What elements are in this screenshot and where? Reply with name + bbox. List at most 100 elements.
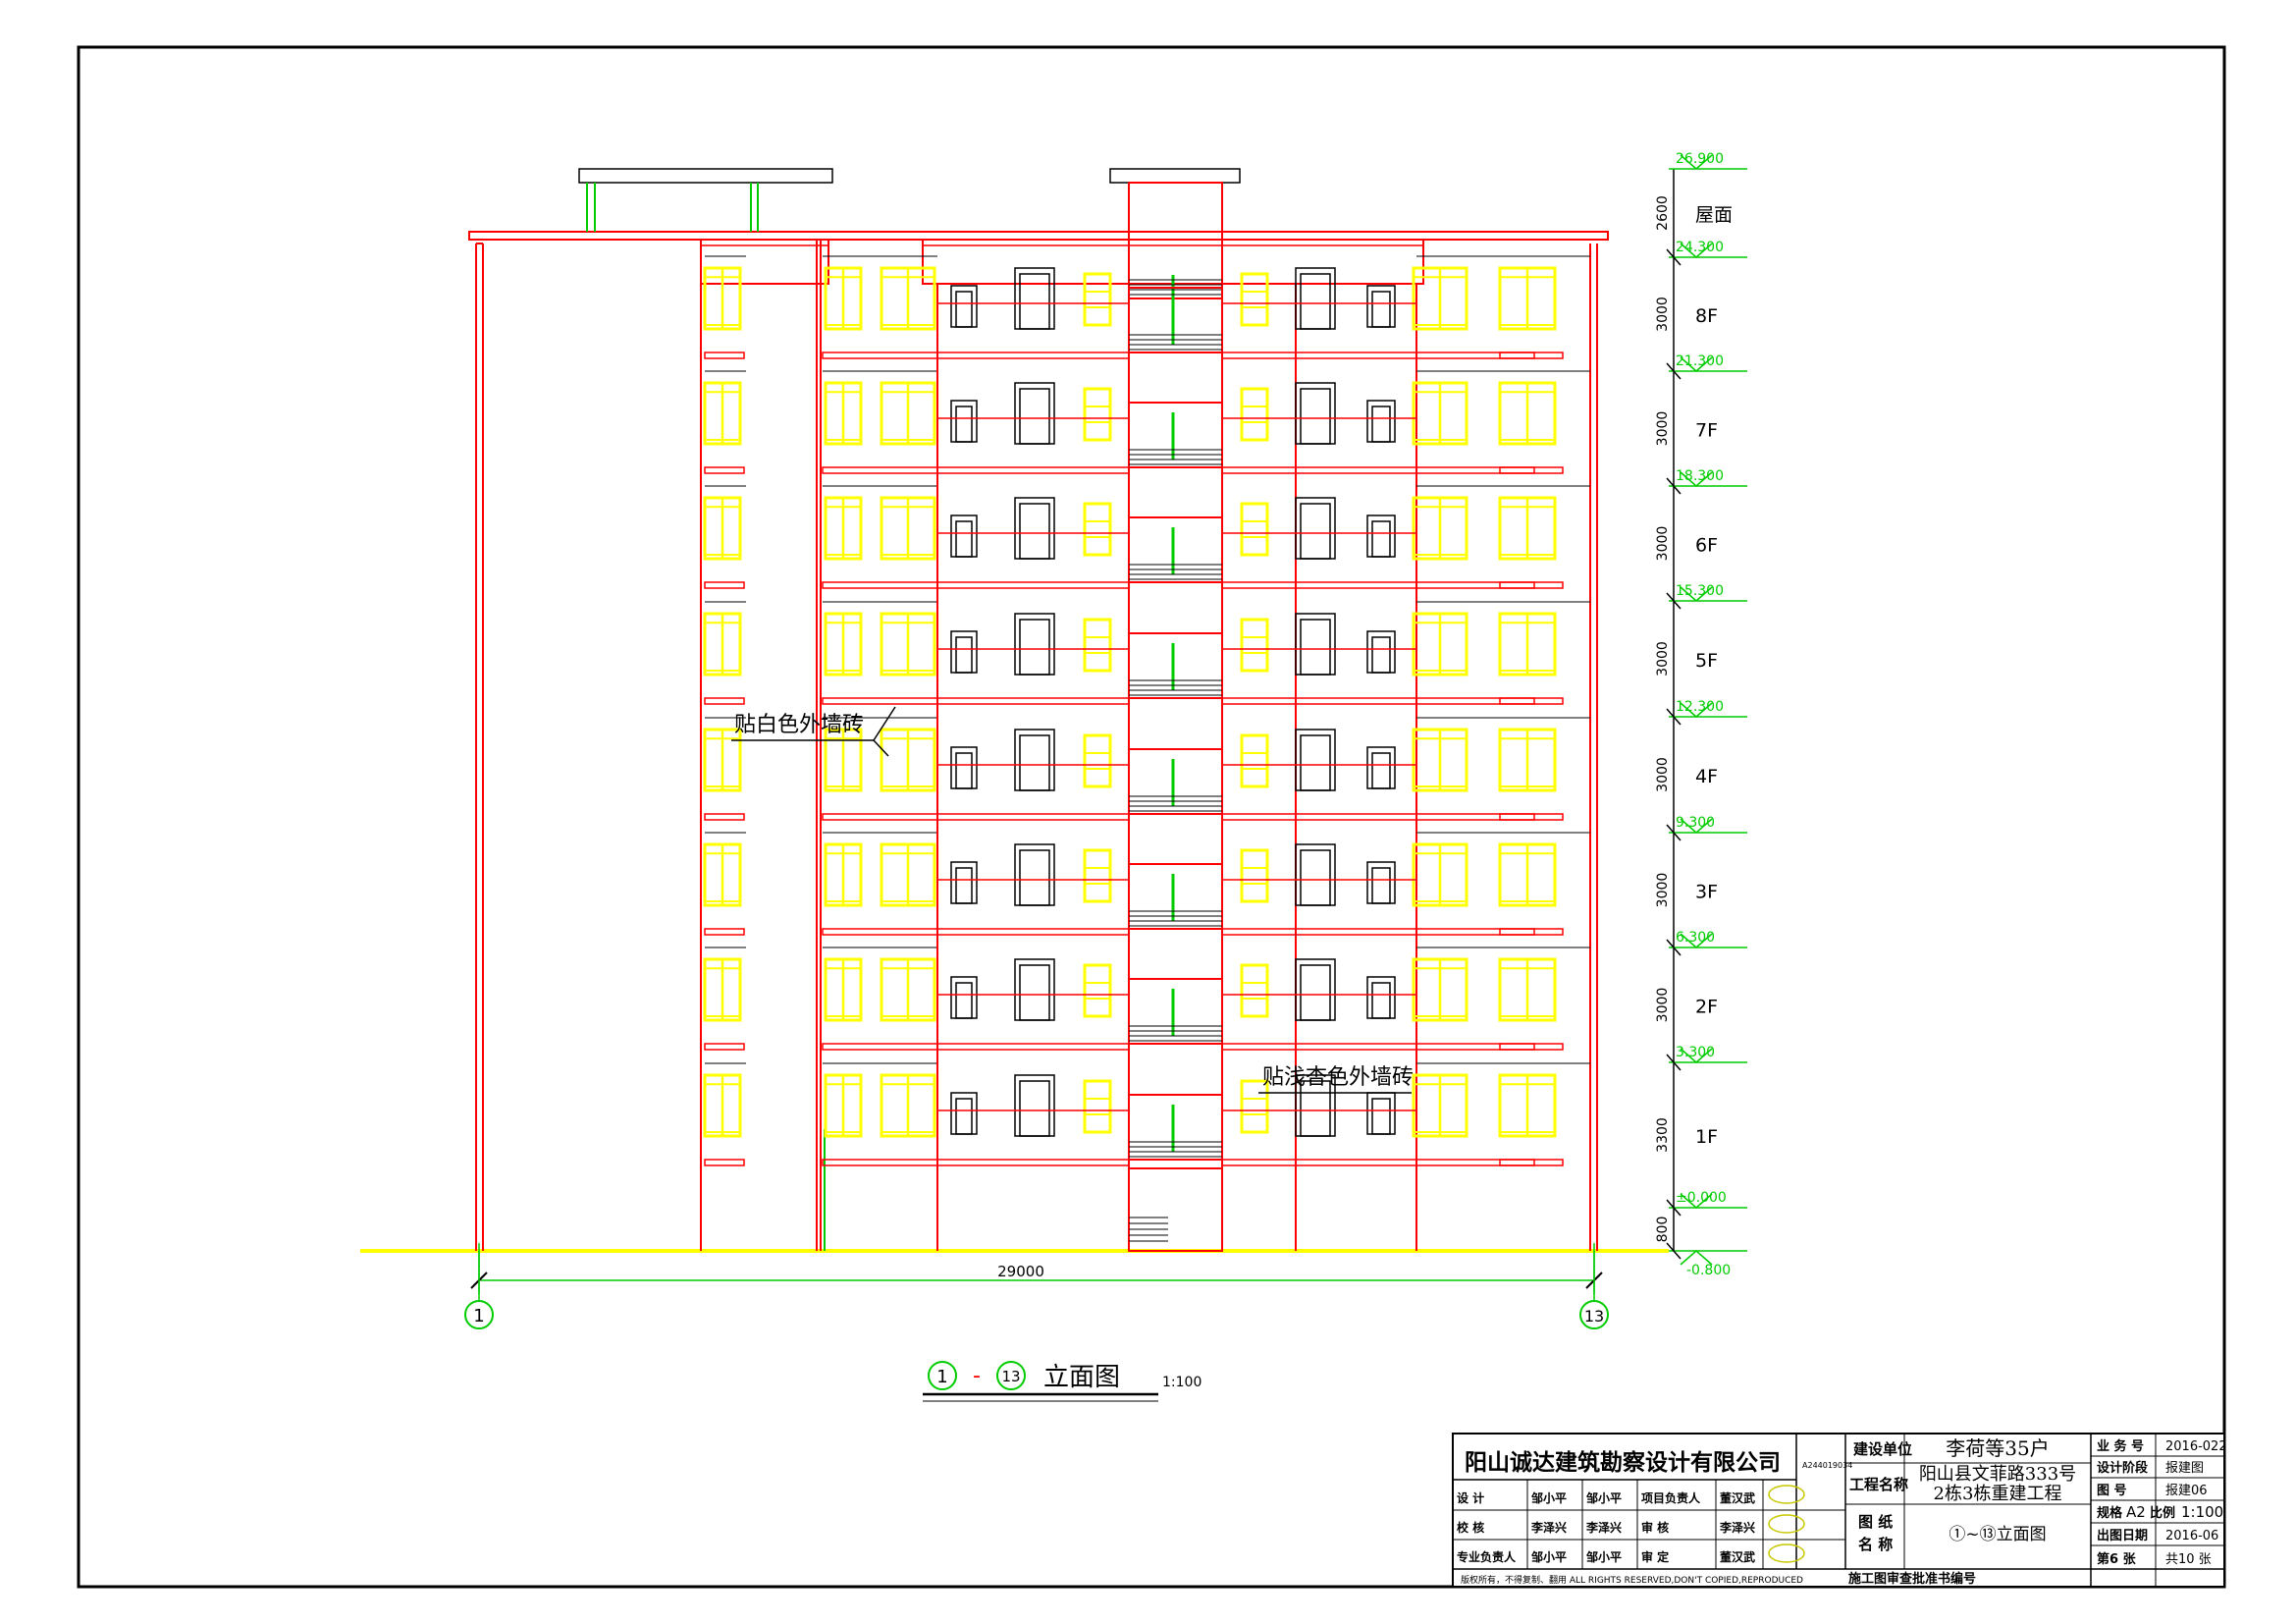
balcony-rail — [704, 928, 745, 936]
balcony-rail — [936, 928, 1130, 936]
roof-band — [700, 239, 829, 285]
drawing-title-axis-from: 1 — [936, 1367, 947, 1387]
note-white-tile-text: 贴白色外墙砖 — [734, 713, 864, 737]
entrance — [1128, 1167, 1223, 1252]
balcony-rail — [1221, 581, 1417, 589]
cert-number: A244019034 — [1802, 1461, 1852, 1470]
balcony-door — [1014, 843, 1055, 906]
stair-window — [1128, 516, 1223, 583]
role-cell: 董汉武 — [1720, 1549, 1755, 1564]
right-key: 比例 — [2150, 1505, 2175, 1521]
balcony-rail — [1499, 813, 1564, 821]
stair-window — [1128, 978, 1223, 1045]
small-window — [1083, 502, 1112, 557]
stair-window — [1128, 287, 1223, 353]
balcony-rail — [1221, 928, 1417, 936]
level-dimension: 3000 — [1655, 641, 1671, 677]
balcony-door — [1295, 267, 1336, 330]
right-value: 报建06 — [2165, 1484, 2208, 1498]
level-name: 3F — [1695, 882, 1718, 903]
stair-roof — [1109, 168, 1241, 184]
level-dimension: 800 — [1655, 1217, 1671, 1243]
balcony-rail — [822, 1043, 938, 1051]
level-dimension: 3000 — [1655, 757, 1671, 792]
role-cell: 李泽兴 — [1530, 1520, 1567, 1535]
drawing-title-axis-to: 13 — [1001, 1368, 1020, 1385]
balcony-rail — [1499, 1043, 1564, 1051]
right-value: 1:100 — [2181, 1503, 2223, 1521]
right-value: 2016-06 — [2165, 1529, 2218, 1543]
project-line1: 阳山县文菲路333号 — [1919, 1464, 2076, 1485]
small-window — [1240, 963, 1269, 1018]
role-cell: 董汉武 — [1720, 1490, 1755, 1505]
balcony-door — [1014, 497, 1055, 560]
right-value: 共10 张 — [2165, 1552, 2212, 1567]
small-window — [1240, 733, 1269, 788]
client-name: 李荷等35户 — [1946, 1436, 2049, 1460]
level-name: 8F — [1695, 305, 1718, 327]
small-window — [1083, 963, 1112, 1018]
balcony-door — [1014, 958, 1055, 1021]
roof-parapet — [468, 231, 1609, 241]
right-value: A2 — [2126, 1503, 2146, 1521]
axis-label-left: 1 — [473, 1306, 484, 1326]
balcony-rail — [704, 697, 745, 705]
right-key: 业 务 号 — [2097, 1438, 2144, 1454]
level-dimension: 3000 — [1655, 873, 1671, 908]
role-cell: 设 计 — [1457, 1490, 1484, 1505]
small-window — [1083, 272, 1112, 327]
drawing-title-label: 立面图 — [1043, 1363, 1120, 1392]
balcony-rail — [1415, 697, 1535, 705]
balcony-rail — [936, 466, 1130, 474]
balcony-door — [1295, 382, 1336, 445]
note-white-tile: 贴白色外墙砖 — [731, 706, 896, 757]
balcony-rail — [704, 1159, 745, 1166]
level-name: 1F — [1695, 1126, 1718, 1148]
balcony-rail — [936, 697, 1130, 705]
level-value: 24.300 — [1676, 240, 1724, 255]
client-label: 建设单位 — [1853, 1440, 1912, 1458]
drawing-title-dash: - — [973, 1364, 981, 1388]
level-mark: 26.900 — [1669, 151, 1747, 170]
level-value: 21.300 — [1676, 353, 1724, 369]
axis-marker-1: 1 — [464, 1251, 494, 1329]
balcony-rail — [1415, 928, 1535, 936]
axis-marker-13: 13 — [1579, 1251, 1609, 1329]
project-label: 工程名称 — [1849, 1476, 1908, 1493]
balcony-rail — [936, 813, 1130, 821]
right-key: 出图日期 — [2097, 1528, 2148, 1543]
balcony-rail — [1221, 352, 1417, 359]
roof-pergola — [578, 168, 833, 184]
balcony-door — [1014, 382, 1055, 445]
note-apricot-tile: 贴浅杏色外墙砖 — [1258, 1065, 1414, 1094]
balcony-rail — [822, 928, 938, 936]
role-cell: 邹小平 — [1531, 1549, 1567, 1564]
level-value: 12.300 — [1676, 699, 1724, 715]
level-value: 9.300 — [1676, 815, 1715, 831]
small-window — [1083, 387, 1112, 442]
small-window — [1083, 733, 1112, 788]
small-window — [1083, 618, 1112, 673]
rights-notice: 版权所有，不得复制、翻用 ALL RIGHTS RESERVED,DON'T C… — [1461, 1574, 1803, 1586]
balcony-rail — [822, 352, 938, 359]
level-dimension: 3000 — [1655, 411, 1671, 447]
level-value: 26.900 — [1676, 151, 1724, 167]
overall-dimension-text: 29000 — [997, 1263, 1044, 1280]
level-name: 7F — [1695, 420, 1718, 442]
role-cell: 专业负责人 — [1457, 1549, 1517, 1564]
stair-window — [1128, 632, 1223, 699]
drawing-title: 1 - 13 立面图 1:100 — [923, 1361, 1201, 1402]
balcony-door — [1014, 613, 1055, 676]
role-cell: 邹小平 — [1531, 1490, 1567, 1505]
balcony-rail — [1499, 581, 1564, 589]
level-value: 3.300 — [1676, 1045, 1715, 1060]
balcony-rail — [936, 1043, 1130, 1051]
small-window — [1240, 848, 1269, 903]
level-value: 15.300 — [1676, 583, 1724, 599]
